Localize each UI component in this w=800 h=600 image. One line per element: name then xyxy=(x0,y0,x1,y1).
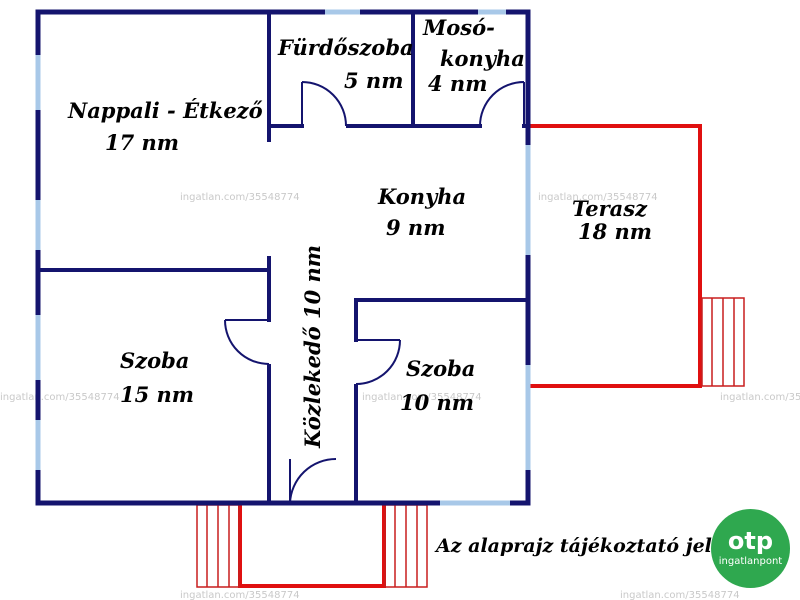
floor-plan-note: Az alaprajz tájékoztató jel xyxy=(434,535,712,557)
watermark-text: ingatlan.com/35548774 xyxy=(720,392,800,403)
watermark-text: ingatlan.com/35548774 xyxy=(180,590,300,600)
bathroom-name: Fürdőszoba xyxy=(277,35,414,60)
corridor-label: Közlekedő 10 nm xyxy=(300,245,325,449)
interior-walls xyxy=(36,10,530,505)
kitchen-area: 9 nm xyxy=(386,215,445,240)
entrance-stairs-right xyxy=(384,504,428,588)
entrance-stairs-left xyxy=(196,504,240,588)
living-room-name: Nappali - Étkező xyxy=(67,98,263,123)
terrace-area: 18 nm xyxy=(578,219,652,244)
terrace-stairs xyxy=(701,297,745,387)
watermark-text: ingatlan.com/35548774 xyxy=(180,192,300,203)
left-room-area: 15 nm xyxy=(120,382,194,407)
laundry-name-line2: konyha xyxy=(440,46,525,71)
logo-subtitle: ingatlanpont xyxy=(718,556,783,567)
watermarks: ingatlan.com/35548774 ingatlan.com/35548… xyxy=(0,192,800,600)
right-room-name: Szoba xyxy=(406,356,475,381)
living-room-area: 17 nm xyxy=(105,130,179,155)
watermark-text: ingatlan.com/35548774 xyxy=(0,392,120,403)
right-room-area: 10 nm xyxy=(400,390,474,415)
bathroom-area: 5 nm xyxy=(344,68,403,93)
entrance-porch-outline xyxy=(238,503,386,588)
otp-circle-logo: otp ingatlanpont xyxy=(711,509,790,588)
windows xyxy=(35,9,531,506)
left-room-name: Szoba xyxy=(120,348,189,373)
laundry-area: 4 nm xyxy=(428,71,487,96)
terrace-name: Terasz xyxy=(572,196,648,221)
watermark-text: ingatlan.com/35548774 xyxy=(620,590,740,600)
kitchen-name: Konyha xyxy=(377,184,466,209)
door-swings xyxy=(224,81,525,504)
watermark-text: ingatlan.com/35548774 xyxy=(362,392,482,403)
laundry-name-line1: Mosó- xyxy=(422,15,495,40)
watermark-text: ingatlan.com/35548774 xyxy=(538,192,658,203)
terrace-outline xyxy=(528,124,702,388)
logo-brand: otp xyxy=(727,527,774,555)
